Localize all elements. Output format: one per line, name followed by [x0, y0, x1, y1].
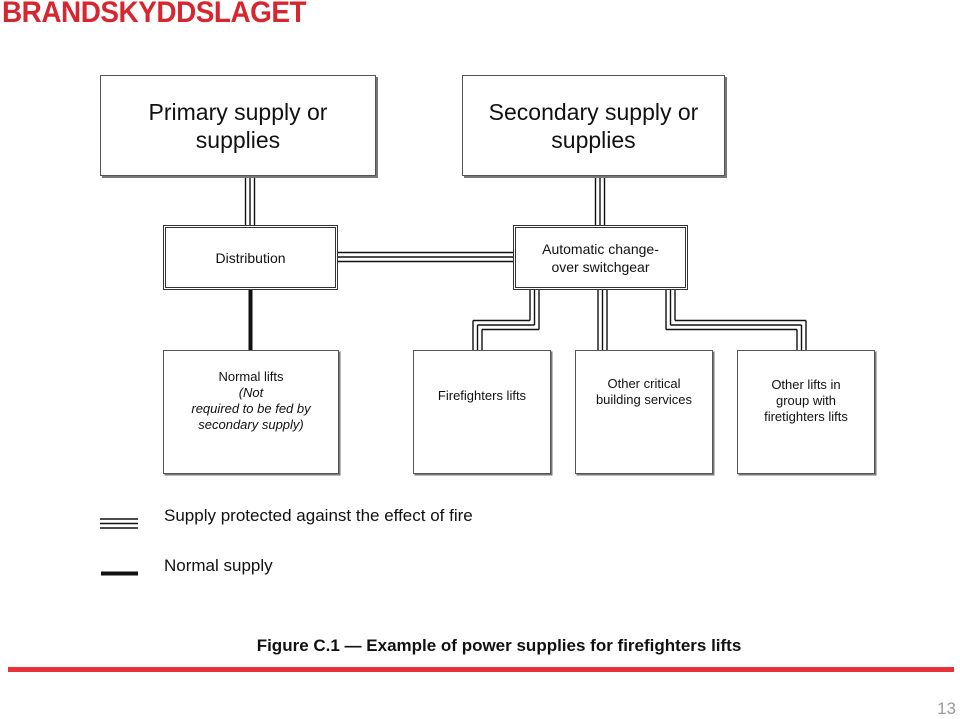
primary-supply-box: Primary supply or supplies — [100, 75, 376, 176]
normal-lifts-label-line2: required to be fed by — [191, 401, 311, 416]
changeover-label-line1: Automatic change- — [542, 240, 659, 257]
normal-lifts-text-1b: (Not — [238, 385, 264, 400]
normal-lifts-text-1a: Normal lifts — [218, 369, 284, 384]
other-critical-services-box: Other critical building services — [575, 350, 713, 474]
firefighters-lifts-label: Firefighters lifts — [437, 388, 527, 403]
distribution-label: Distribution — [215, 249, 286, 266]
footer-red-bar — [8, 667, 954, 672]
page-number: 13 — [937, 699, 956, 718]
normal-lifts-text-1: Normal lifts (Not — [191, 369, 310, 401]
normal-lifts-label-line1: Normal lifts (Not — [191, 369, 310, 401]
brand-logo: BRANDSKYDDSLAGET — [2, 0, 307, 29]
protected-supply-connectors — [100, 176, 807, 529]
other-critical-label-line1: Other critical — [607, 376, 681, 391]
primary-supply-label-line1: Primary supply or — [148, 98, 328, 125]
firefighters-lifts-box: Firefighters lifts — [413, 350, 551, 474]
changeover-label-line2: over switchgear — [551, 258, 650, 275]
other-lifts-label-line1: Other lifts in — [771, 377, 841, 392]
secondary-supply-label-line2: supplies — [551, 126, 636, 153]
other-lifts-box: Other lifts in group with firetighters l… — [737, 350, 875, 474]
legend-normal-label: Normal supply — [164, 556, 273, 575]
normal-supply-connectors — [101, 290, 253, 576]
normal-lifts-box: Normal lifts (Not required to be fed by … — [163, 350, 339, 474]
distribution-box: Distribution — [163, 225, 338, 290]
secondary-supply-label-line1: Secondary supply or — [488, 98, 699, 125]
primary-supply-label-line2: supplies — [195, 126, 281, 153]
other-critical-label-line2: building services — [595, 392, 693, 407]
other-lifts-label-line3: firetighters lifts — [764, 409, 848, 424]
other-lifts-label-line2: group with — [776, 393, 836, 408]
figure-caption: Figure C.1 — Example of power supplies f… — [256, 636, 742, 655]
secondary-supply-box: Secondary supply or supplies — [462, 75, 725, 176]
normal-lifts-label-line3: secondary supply) — [198, 417, 304, 432]
legend-protected-label: Supply protected against the effect of f… — [164, 506, 473, 525]
changeover-switchgear-box: Automatic change- over switchgear — [513, 225, 688, 290]
